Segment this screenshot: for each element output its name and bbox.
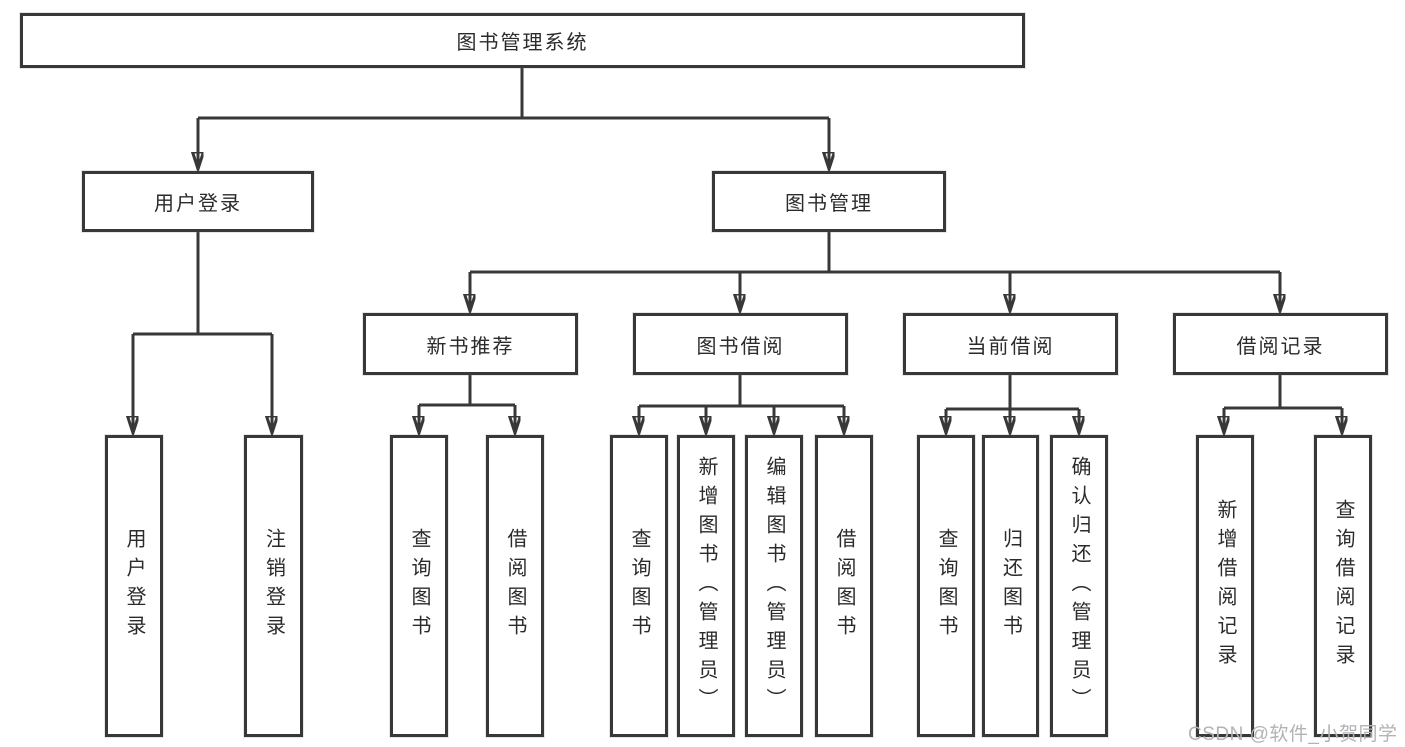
node-label: 用户登录	[123, 528, 145, 644]
node-leaf-return-books: 归还图书	[982, 435, 1039, 737]
node-label: 用户登录	[154, 193, 242, 215]
connector-root-trunk	[198, 68, 829, 120]
node-current-borrowing: 当前借阅	[903, 313, 1118, 375]
node-label: 图书管理	[785, 193, 873, 215]
node-label: 新增图书（管理员）	[695, 455, 717, 717]
node-label: 新增借阅记录	[1214, 499, 1236, 673]
connector-bookmgmt-trunk	[470, 232, 1280, 274]
node-label: 查询图书	[628, 528, 650, 644]
node-leaf-borrow-books: 借阅图书	[815, 435, 873, 737]
node-borrowing-records: 借阅记录	[1173, 313, 1388, 375]
node-label: 归还图书	[999, 528, 1022, 644]
node-label: 查询借阅记录	[1332, 499, 1354, 673]
node-leaf-query-books-current: 查询图书	[917, 435, 975, 737]
node-label: 图书管理系统	[456, 32, 589, 54]
node-label: 查询图书	[935, 528, 957, 644]
node-label: 借阅图书	[504, 528, 526, 644]
node-label: 确认归还（管理员）	[1068, 455, 1090, 717]
csdn-watermark: CSDN @软件_小贺同学	[1188, 724, 1398, 745]
node-leaf-add-books-admin: 新增图书（管理员）	[677, 435, 735, 737]
node-label: 新书推荐	[426, 335, 515, 358]
node-label: 注销登录	[262, 528, 285, 644]
node-label: 借阅记录	[1236, 335, 1325, 358]
node-leaf-query-borrow-record: 查询借阅记录	[1314, 435, 1372, 737]
node-label: 查询图书	[408, 528, 430, 644]
connector-borrowrecord-trunk	[1224, 375, 1342, 410]
connector-userlogin-trunk	[133, 232, 272, 336]
node-book-borrowing: 图书借阅	[633, 313, 848, 375]
node-label: 图书借阅	[696, 335, 785, 358]
node-leaf-add-borrow-record: 新增借阅记录	[1196, 435, 1254, 737]
node-leaf-query-books-recommend: 查询图书	[390, 435, 448, 737]
node-leaf-logout: 注销登录	[244, 435, 303, 737]
connector-bookborrow-trunk	[639, 375, 844, 408]
node-label: 当前借阅	[966, 335, 1055, 358]
node-book-management: 图书管理	[712, 171, 946, 232]
node-system-root: 图书管理系统	[20, 13, 1025, 68]
node-leaf-user-login: 用户登录	[105, 435, 163, 737]
node-new-book-recommend: 新书推荐	[363, 313, 578, 375]
connector-currentborrow-trunk	[946, 375, 1079, 411]
node-label: 借阅图书	[833, 528, 855, 644]
node-leaf-borrow-books-recommend: 借阅图书	[486, 435, 544, 737]
node-leaf-confirm-return-admin: 确认归还（管理员）	[1050, 435, 1108, 737]
node-leaf-edit-books-admin: 编辑图书（管理员）	[745, 435, 803, 737]
node-label: 编辑图书（管理员）	[763, 455, 785, 717]
connector-newbook-trunk	[419, 375, 515, 407]
node-leaf-query-books-borrowing: 查询图书	[610, 435, 668, 737]
node-user-login-group: 用户登录	[82, 171, 314, 232]
